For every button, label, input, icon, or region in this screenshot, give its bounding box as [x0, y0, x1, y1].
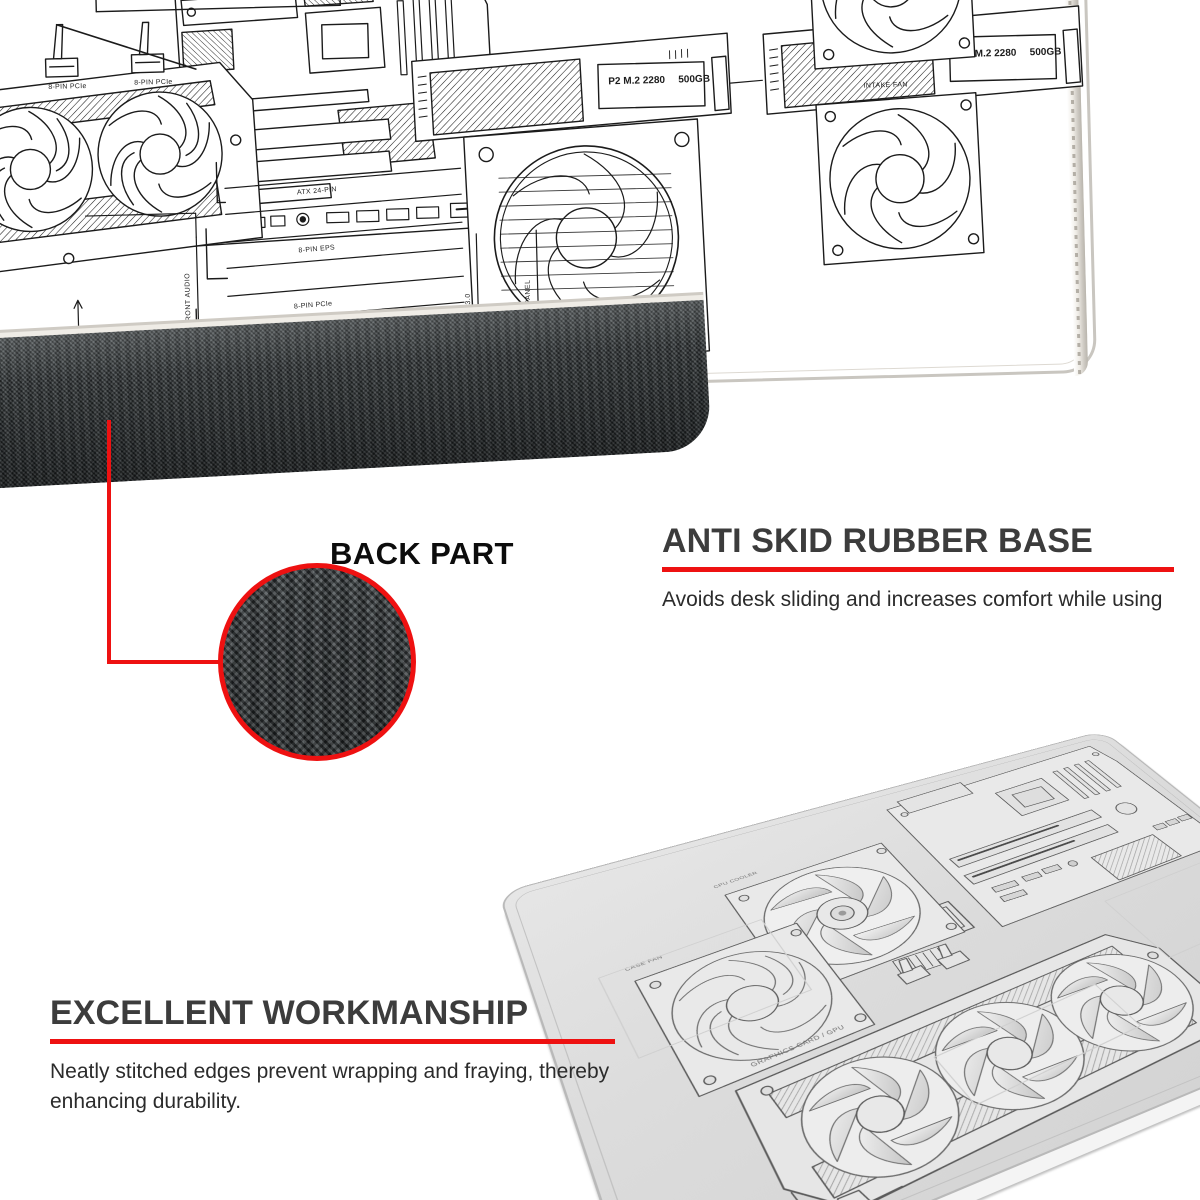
top-mousepad: 8-PIN PCIe 8-PIN PCIe [0, 0, 1098, 447]
feature-underline [50, 1038, 615, 1044]
back-part-label: BACK PART [330, 536, 514, 571]
feature-description: Avoids desk sliding and increases comfor… [662, 587, 1163, 611]
svg-text:8-PIN PCIe: 8-PIN PCIe [134, 79, 173, 87]
svg-text:CASE FAN: CASE FAN [624, 955, 664, 973]
svg-text:P2 M.2 2280: P2 M.2 2280 [608, 75, 665, 87]
bottom-mousepad: CPU [497, 730, 1200, 1200]
feature-description: Neatly stitched edges prevent wrapping a… [50, 1059, 610, 1113]
svg-text:500GB: 500GB [1030, 46, 1062, 58]
feature-underline [662, 566, 1174, 572]
top-mousepad-lineart: 8-PIN PCIe 8-PIN PCIe [0, 0, 1094, 404]
svg-text:INTAKE FAN: INTAKE FAN [863, 81, 907, 89]
svg-text:FRONT PANEL: FRONT PANEL [524, 279, 532, 333]
svg-text:8-PIN EPS: 8-PIN EPS [298, 244, 335, 254]
svg-text:USB 3.0: USB 3.0 [465, 293, 473, 323]
svg-text:ATX 24-PIN: ATX 24-PIN [297, 186, 337, 196]
svg-text:8-PIN PCIe: 8-PIN PCIe [294, 300, 333, 310]
feature-title: EXCELLENT WORKMANSHIP [50, 994, 529, 1032]
bottom-mousepad-lineart: CPU [500, 731, 1200, 1200]
feature-title: ANTI SKID RUBBER BASE [662, 522, 1093, 560]
top-mousepad-surface: 8-PIN PCIe 8-PIN PCIe [0, 0, 1098, 408]
svg-text:8-PIN PCIe: 8-PIN PCIe [48, 83, 87, 91]
svg-text:500GB: 500GB [678, 74, 710, 86]
svg-text:FRONT AUDIO: FRONT AUDIO [184, 273, 192, 326]
feature-anti-skid-rubber-base: ANTI SKID RUBBER BASE Avoids desk slidin… [662, 522, 1182, 615]
feature-excellent-workmanship: EXCELLENT WORKMANSHIP Neatly stitched ed… [50, 994, 625, 1116]
bottom-mousepad-surface: CPU [497, 730, 1200, 1200]
rubber-texture-magnifier [218, 563, 416, 761]
